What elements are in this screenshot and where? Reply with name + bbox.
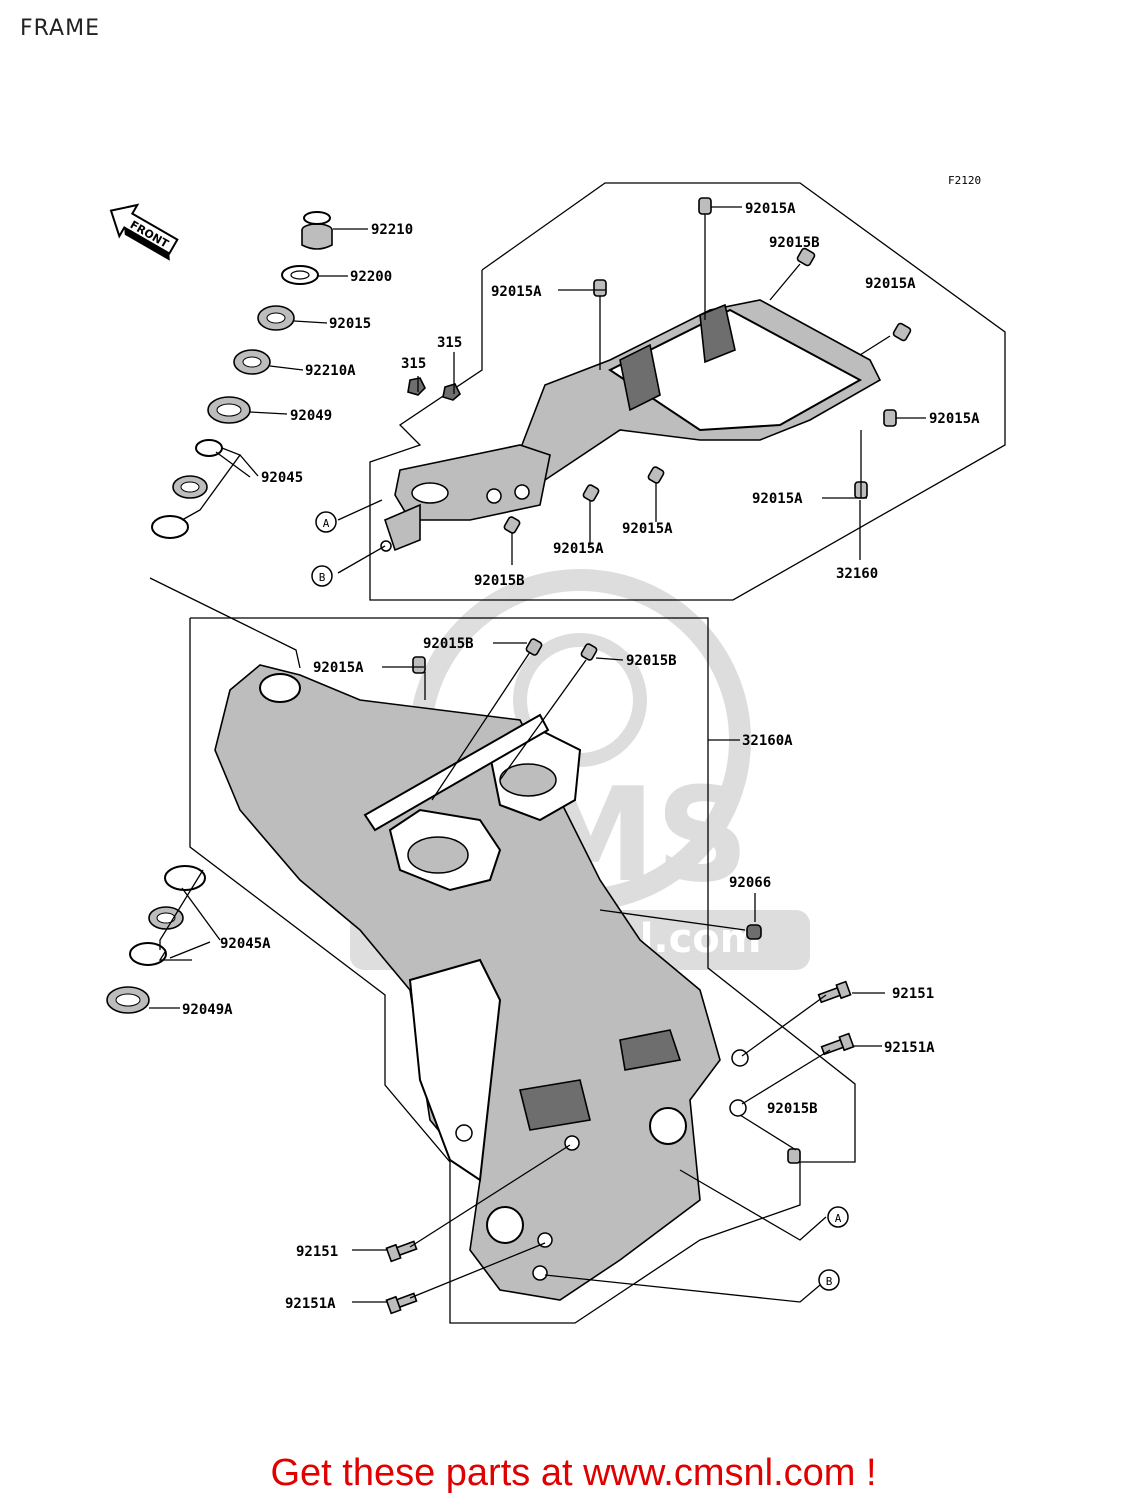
part-label: 92015B [769,235,820,251]
part-label: 92151 [296,1244,338,1260]
part-label: 92015B [626,653,677,669]
subframe-32160 [380,299,882,552]
part-label: 92015A [313,660,364,676]
part-label: 92045 [261,470,303,486]
race-icon [129,942,167,966]
part-label: 92015B [423,636,474,652]
front-arrow-icon: FRONT [109,203,179,261]
part-label: 92200 [350,269,392,285]
part-label: 92151 [892,986,934,1002]
part-labels: 92210 92200 92015 92210A 92049 92045 315… [182,201,980,1312]
part-label: 92015 [329,316,371,332]
buy-parts-link[interactable]: Get these parts at www.cmsnl.com ! [270,1452,877,1494]
part-label: 315 [401,356,426,372]
svg-text:B: B [826,1275,833,1288]
callout-a-lower: A [827,1206,849,1228]
part-label: 92015A [745,201,796,217]
svg-text:B: B [319,571,326,584]
race-icon [151,515,189,539]
race-icon [164,865,206,891]
part-label: 92210 [371,222,413,238]
rubber-cap-icon [301,211,333,250]
part-label: 92066 [729,875,771,891]
bearing-stack-upper [151,211,333,539]
bearing-stack-lower [106,865,206,1014]
svg-text:A: A [835,1212,842,1225]
svg-text:A: A [323,517,330,530]
part-label: 92151A [884,1040,935,1056]
part-label: 92015A [491,284,542,300]
callout-b-upper: B [311,565,333,587]
part-label: 92015A [622,521,673,537]
callout-b-lower: B [818,1269,840,1291]
part-label: 92015A [553,541,604,557]
leader-lines [149,206,926,1303]
part-label: 92015A [929,411,980,427]
part-label: 315 [437,335,462,351]
part-label: 92049 [290,408,332,424]
part-label: 92015A [865,276,916,292]
part-label: 92045A [220,936,271,952]
page-title: FRAME [20,16,100,41]
part-label: 92015B [767,1101,818,1117]
parts-diagram: CMS www.cmsnl.com F2120 FRONT [106,174,1006,1324]
part-label: 32160A [742,733,793,749]
mainframe-group-outline [189,617,856,1324]
part-label: 92151A [285,1296,336,1312]
part-label: 92015B [474,573,525,589]
callout-a-upper: A [315,511,337,533]
part-label: 32160 [836,566,878,582]
collars [407,197,912,1164]
mainframe-32160A [214,664,749,1301]
part-label: 92015A [752,491,803,507]
figure-code: F2120 [948,174,981,187]
part-label: 92049A [182,1002,233,1018]
part-label: 92210A [305,363,356,379]
subframe-group-outline [369,182,1006,601]
